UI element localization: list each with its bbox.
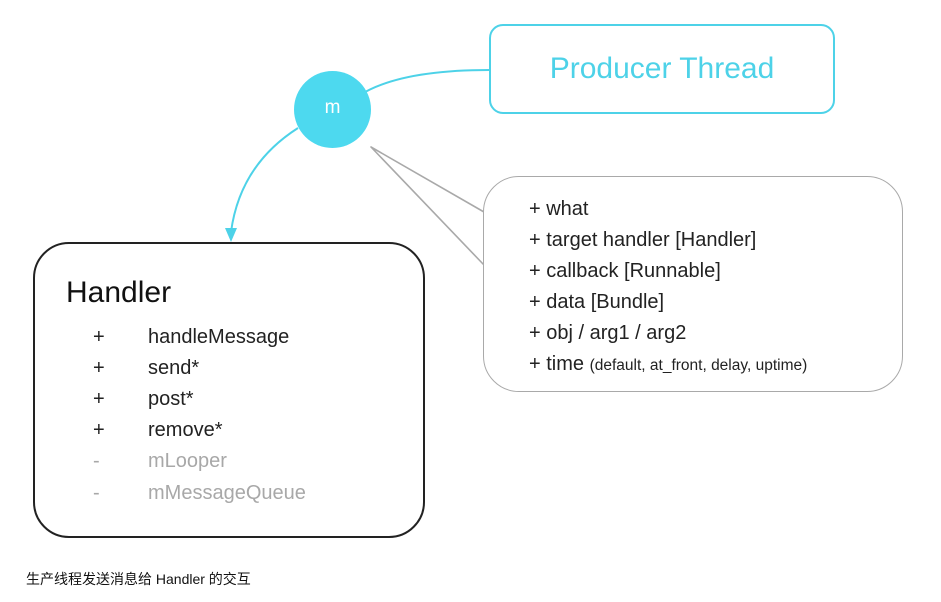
member-name: remove* — [148, 419, 223, 441]
member-name: mMessageQueue — [148, 482, 306, 504]
member-prefix: + — [93, 357, 105, 379]
message-field: + target handler [Handler] — [529, 229, 757, 251]
member-prefix: + — [93, 419, 105, 441]
message-field: + what — [529, 198, 589, 220]
member-name: handleMessage — [148, 326, 290, 348]
message-node: m — [294, 71, 371, 148]
handler-title: Handler — [66, 276, 172, 309]
handler-arrowhead — [225, 228, 237, 242]
member-prefix: - — [93, 450, 100, 472]
member-name: mLooper — [148, 450, 227, 472]
message-field-note: (default, at_front, delay, uptime) — [589, 357, 808, 374]
handler-member: - mLooper — [35, 446, 423, 476]
producer-thread-label: Producer Thread — [549, 52, 775, 85]
member-name: send* — [148, 357, 200, 379]
producer-thread-box: Producer Thread — [489, 24, 835, 114]
message-field: + data [Bundle] — [529, 291, 665, 313]
member-prefix: - — [93, 482, 100, 504]
message-field: + obj / arg1 / arg2 — [529, 322, 687, 344]
member-name: post* — [148, 388, 194, 410]
handler-member: + post* — [35, 384, 423, 414]
handler-member: + handleMessage — [35, 322, 423, 352]
message-to-handler-arrow — [230, 127, 299, 233]
message-node-label: m — [324, 96, 341, 118]
message-fields-callout: + what + target handler [Handler] + call… — [483, 176, 903, 392]
handler-box: Handler + handleMessage + send* + post* … — [33, 242, 425, 538]
handler-member: - mMessageQueue — [35, 478, 423, 508]
message-field: + callback [Runnable] — [529, 260, 721, 282]
member-prefix: + — [93, 388, 105, 410]
handler-member: + send* — [35, 353, 423, 383]
producer-to-message-connector — [359, 69, 490, 96]
member-prefix: + — [93, 326, 105, 348]
message-field: + time (default, at_front, delay, uptime… — [529, 353, 808, 375]
handler-member: + remove* — [35, 415, 423, 445]
figure-caption: 生产线程发送消息给 Handler 的交互 — [26, 571, 251, 587]
